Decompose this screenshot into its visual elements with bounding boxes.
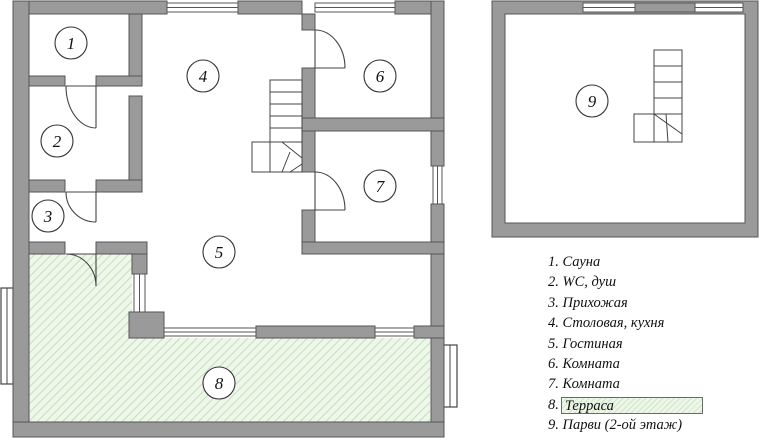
- legend-item-8: 8.Терраса: [548, 395, 748, 415]
- room-6-number: 6: [376, 67, 385, 86]
- stairs-second-floor: [633, 49, 683, 143]
- legend-label: Гостиная: [562, 335, 623, 352]
- room-8-number: 8: [215, 374, 224, 393]
- room-2-number: 2: [53, 132, 62, 151]
- legend-item-4: 4. Столовая, кухня: [548, 315, 665, 332]
- room-7-marker: 7: [363, 169, 397, 203]
- legend-item-9: 9. Парви (2-ой этаж): [548, 417, 683, 434]
- room-1-number: 1: [67, 34, 76, 53]
- room-6-marker: 6: [363, 59, 397, 93]
- legend-label: Комната: [562, 376, 620, 393]
- room-7-number: 7: [376, 177, 386, 196]
- room-4-number: 4: [199, 67, 208, 86]
- walls-first-floor: [12, 0, 445, 438]
- legend-item-7: 7. Комната: [548, 376, 620, 393]
- room-8-marker: 8: [202, 366, 236, 400]
- stairs-first-floor: [251, 79, 303, 173]
- doors: [65, 29, 346, 287]
- legend-label: Комната: [562, 355, 620, 372]
- legend-label: Прихожая: [562, 294, 628, 311]
- legend-label: Парви (2-ой этаж): [562, 417, 683, 434]
- legend-item-5: 5. Гостиная: [548, 335, 623, 352]
- room-3-marker: 3: [31, 199, 65, 233]
- room-3-number: 3: [43, 207, 53, 226]
- legend-label: Столовая, кухня: [562, 315, 665, 332]
- room-9-marker: 9: [575, 84, 609, 118]
- legend-item-2: 2. WC, душ: [548, 274, 617, 291]
- legend-item-3: 3. Прихожая: [548, 294, 628, 311]
- legend: 1. Сауна 2. WC, душ 3. Прихожая 4. Столо…: [548, 252, 748, 436]
- terrace-swatch-label: Терраса: [560, 396, 703, 414]
- legend-item-6: 6. Комната: [548, 355, 620, 372]
- room-markers: 1 2 3 4 5 6 7 8 9: [31, 26, 609, 400]
- windows: [133, 2, 443, 337]
- terrace-area: [0, 254, 458, 422]
- room-9-number: 9: [588, 92, 597, 111]
- second-floor-outline: [491, 0, 759, 238]
- legend-label: WC, душ: [562, 274, 617, 291]
- room-2-marker: 2: [40, 124, 74, 158]
- legend-item-1: 1. Сауна: [548, 254, 601, 270]
- legend-label: Сауна: [562, 254, 601, 270]
- room-1-marker: 1: [54, 26, 88, 60]
- room-5-number: 5: [215, 243, 224, 262]
- room-5-marker: 5: [202, 235, 236, 269]
- room-4-marker: 4: [186, 59, 220, 93]
